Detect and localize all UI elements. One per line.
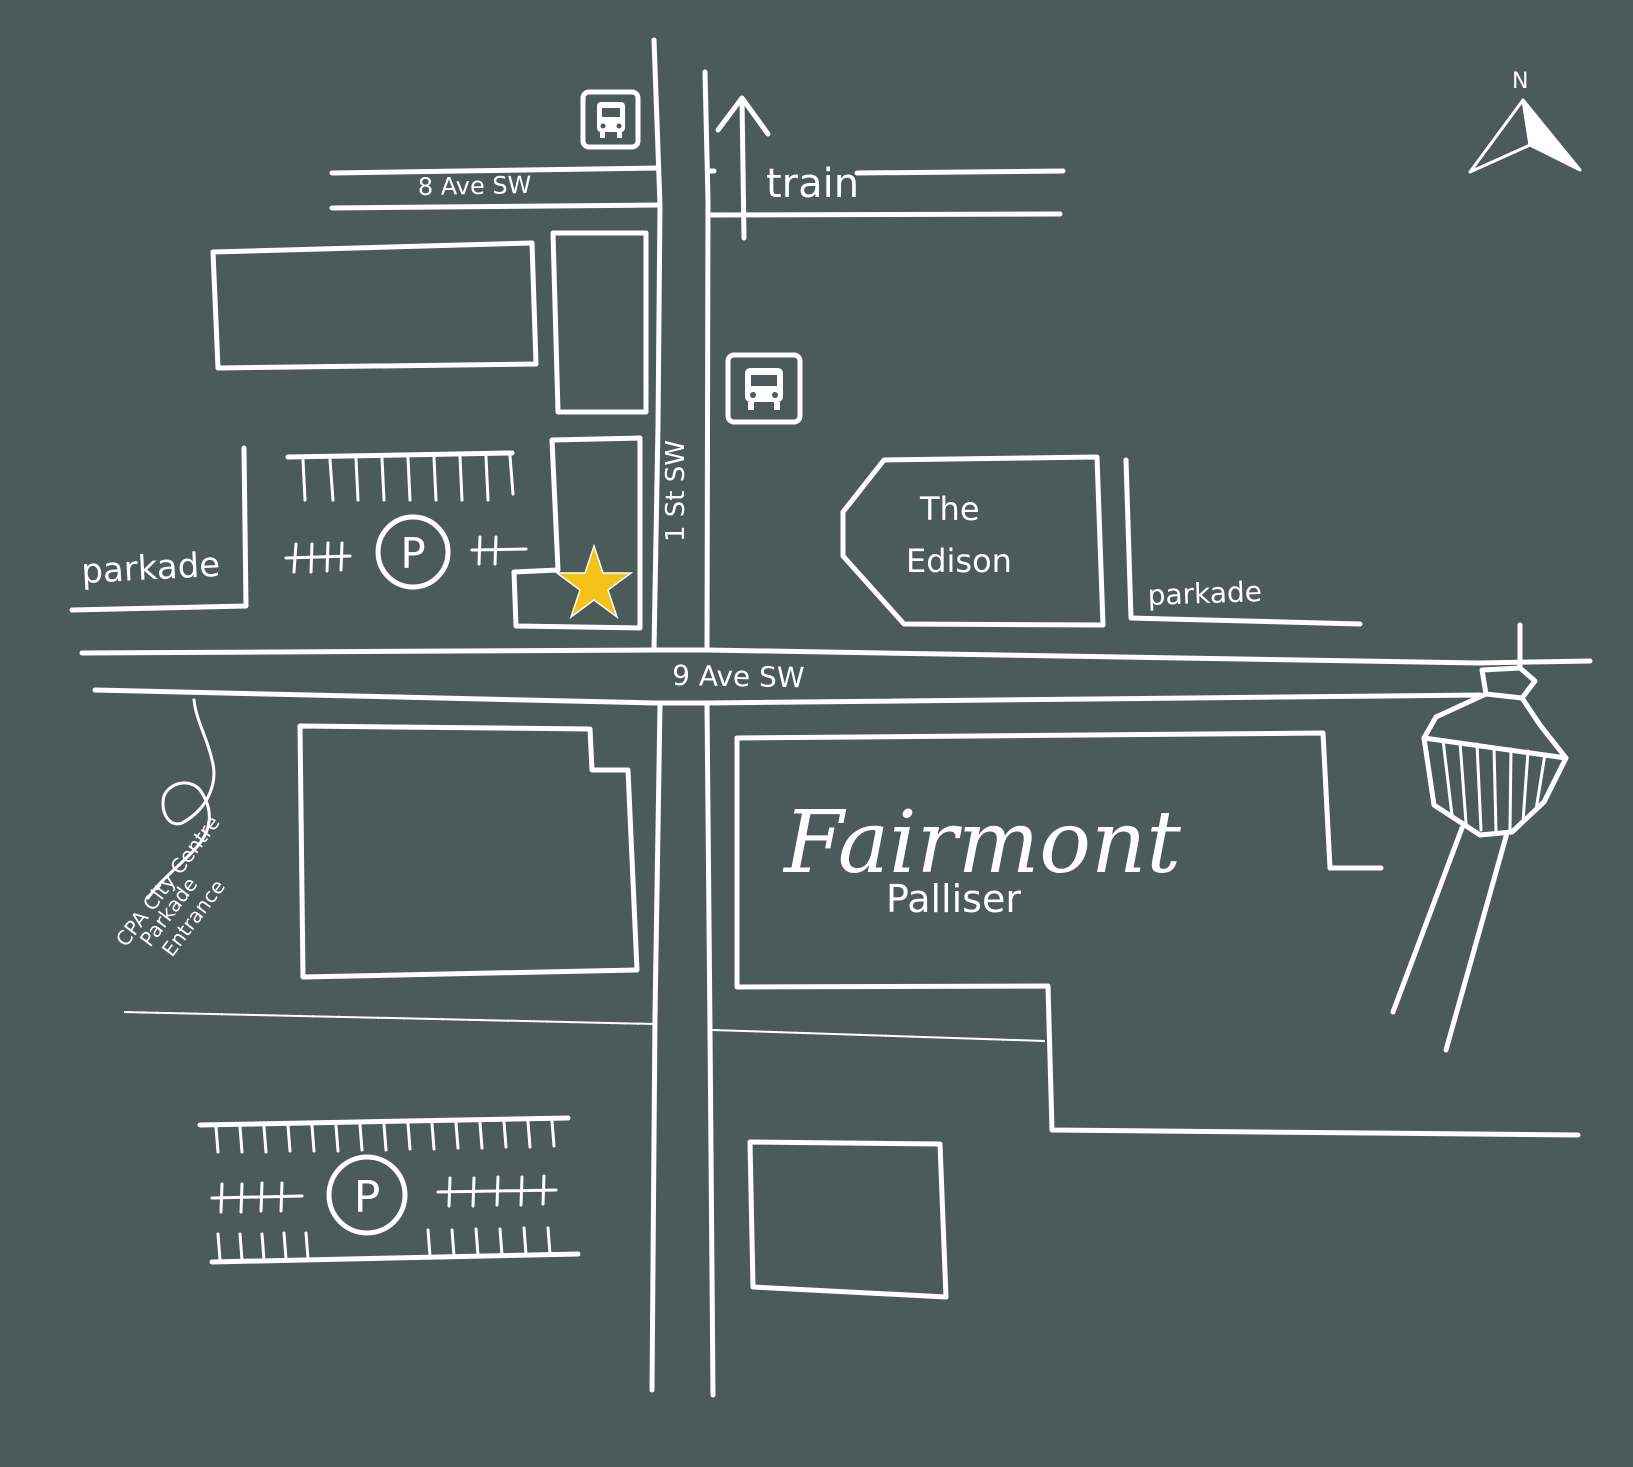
star-marker-icon [554, 543, 634, 620]
parking-symbol-south: P [354, 1172, 381, 1223]
parkade-label-east: parkade [1147, 575, 1262, 612]
edison-label-line2: Edison [906, 542, 1012, 580]
building [297, 723, 640, 980]
building-the-edison: The Edison [840, 454, 1106, 628]
street-label-1-st: 1 St SW [661, 440, 691, 542]
street-8-ave: 8 Ave SW [329, 165, 1066, 218]
building-destination [511, 435, 643, 631]
building-fairmont-palliser: Fairmont Palliser [734, 730, 1581, 1138]
north-label: N [1512, 69, 1528, 94]
edison-label-line1: The [919, 490, 980, 528]
parking-icon [375, 514, 451, 590]
railway [123, 1011, 1046, 1042]
bus-stop-icon [580, 89, 641, 150]
train-arrow: train [715, 95, 859, 241]
parkade-label-west: parkade [80, 545, 221, 592]
calgary-tower-icon [1390, 622, 1569, 1053]
street-label-9-ave: 9 Ave SW [672, 659, 805, 694]
parking-symbol: P [400, 529, 425, 578]
train-label: train [766, 161, 859, 207]
parking-lot-west: P parkade [69, 445, 528, 613]
building [747, 1139, 949, 1300]
parking-lot-south: P [197, 1115, 581, 1265]
bus-stop-icon [725, 352, 803, 425]
building [550, 230, 649, 415]
palliser-label: Palliser [886, 877, 1021, 921]
parkade-east: parkade [1123, 457, 1363, 627]
street-label-8-ave: 8 Ave SW [418, 171, 532, 201]
compass-icon: N [1468, 69, 1582, 174]
building [210, 240, 539, 371]
street-9-ave: 9 Ave SW [79, 647, 1593, 706]
street-1-st: 1 St SW [649, 37, 716, 1398]
fairmont-label: Fairmont [782, 793, 1181, 893]
parking-icon [326, 1154, 408, 1236]
